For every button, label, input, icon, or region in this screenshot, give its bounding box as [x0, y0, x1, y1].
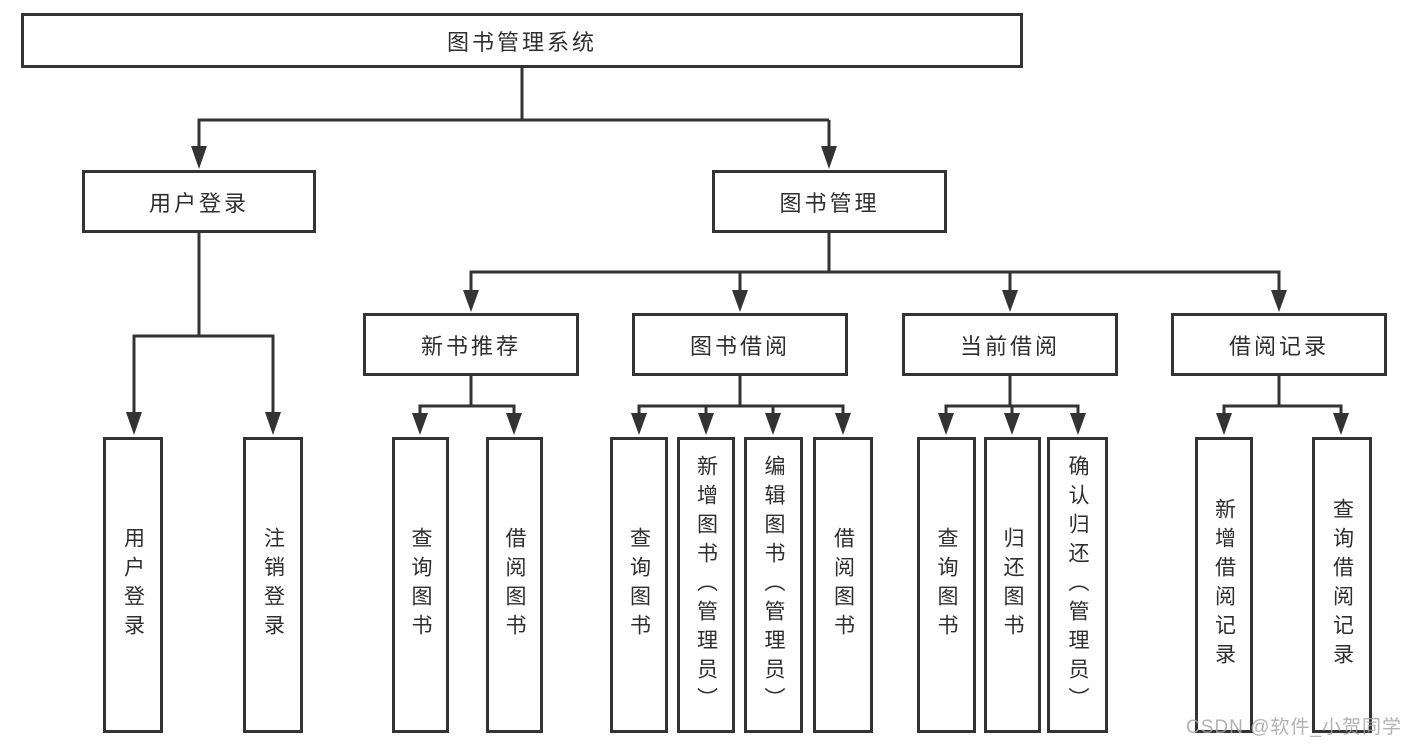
- node-leaf-borrow-books-borrowing: 借阅图书: [813, 437, 873, 733]
- csdn-watermark: CSDN @软件_小贺同学: [1186, 717, 1402, 738]
- node-leaf-add-borrow-record: 新增借阅记录: [1195, 437, 1253, 733]
- connector-newbooks-to-leaves: [418, 376, 516, 413]
- connector-records-to-leaves: [1222, 376, 1343, 413]
- node-leaf-return-books: 归还图书: [984, 437, 1041, 733]
- arrowheads-bookborrow-leaves: [631, 413, 851, 435]
- connector-bookborrow-to-leaves: [637, 376, 845, 413]
- connector-root-to-level1: [197, 68, 831, 146]
- arrowheads-level1: [191, 146, 837, 169]
- node-leaf-borrow-books-recommend: 借阅图书: [486, 437, 543, 733]
- node-book-management: 图书管理: [712, 170, 947, 233]
- node-library-management-system: 图书管理系统: [21, 13, 1023, 68]
- connector-bookmgmt-to-level2: [469, 233, 1281, 290]
- arrowheads-userlogin-leaves: [126, 412, 281, 435]
- node-user-login: 用户登录: [82, 170, 316, 233]
- connector-userlogin-to-leaves: [132, 233, 275, 412]
- node-book-borrowing: 图书借阅: [632, 313, 848, 376]
- node-leaf-query-books-borrowing: 查询图书: [610, 437, 668, 733]
- node-leaf-edit-books-admin: 编辑图书（管理员）: [744, 437, 803, 733]
- arrowheads-curborrow-leaves: [938, 413, 1086, 435]
- arrowheads-newbooks-leaves: [412, 413, 522, 435]
- node-leaf-logout: 注销登录: [243, 437, 303, 733]
- node-new-book-recommendation: 新书推荐: [363, 313, 579, 376]
- node-leaf-query-books-current: 查询图书: [917, 437, 976, 733]
- connector-curborrow-to-leaves: [944, 376, 1080, 413]
- node-leaf-user-login: 用户登录: [103, 437, 163, 733]
- node-leaf-query-books-recommend: 查询图书: [392, 437, 449, 733]
- node-leaf-add-books-admin: 新增图书（管理员）: [677, 437, 735, 733]
- node-leaf-query-borrow-record: 查询借阅记录: [1312, 437, 1372, 733]
- node-leaf-confirm-return-admin: 确认归还（管理员）: [1047, 437, 1108, 733]
- arrowheads-records-leaves: [1216, 413, 1349, 435]
- arrowheads-level2: [463, 290, 1287, 312]
- node-current-borrowing: 当前借阅: [902, 313, 1118, 376]
- node-borrowing-records: 借阅记录: [1171, 313, 1387, 376]
